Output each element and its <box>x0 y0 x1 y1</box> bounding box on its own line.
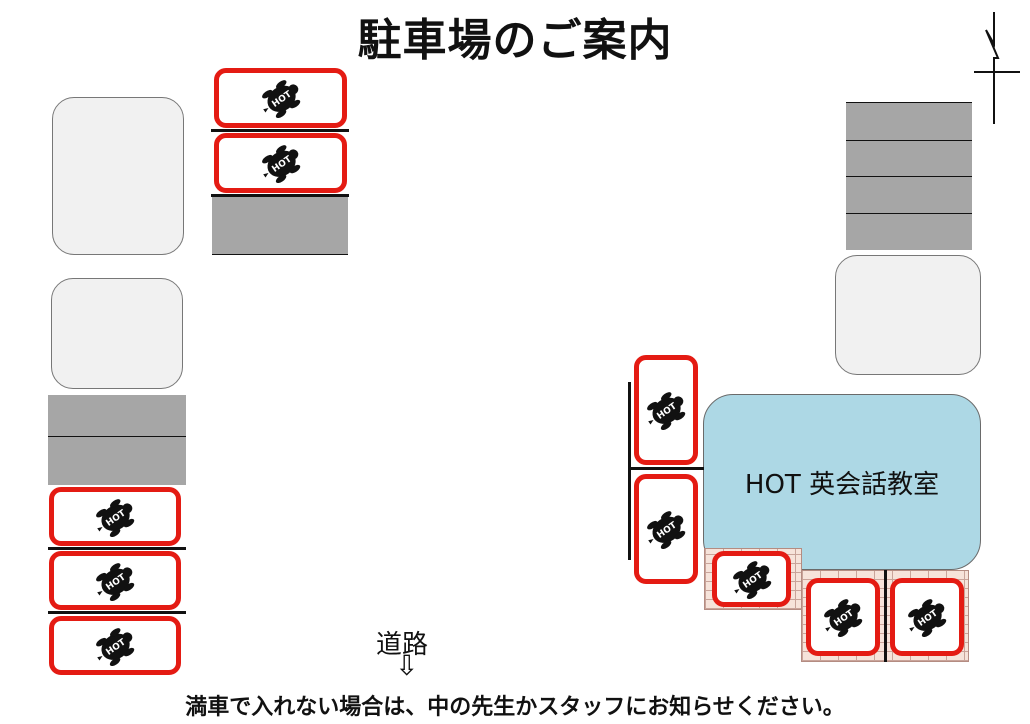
turtle-logo-icon: HOT <box>96 562 135 601</box>
road-arrow-icon: ⇩ <box>395 649 419 682</box>
road-label: 道路 <box>376 630 429 660</box>
turtle-logo-icon: HOT <box>647 392 686 431</box>
parking-spot: HOT <box>214 133 347 193</box>
turtle-logo-icon: HOT <box>908 599 947 638</box>
parking-spot: HOT <box>214 68 347 128</box>
occupied-space-middle <box>212 197 348 255</box>
turtle-logo-icon: HOT <box>261 145 300 184</box>
space-divider <box>212 254 348 255</box>
space-divider <box>628 382 631 560</box>
building-right <box>835 255 981 375</box>
space-divider <box>48 611 186 614</box>
space-divider <box>846 213 972 214</box>
space-divider <box>846 102 972 103</box>
parking-spot: HOT <box>49 487 181 546</box>
turtle-logo-icon: HOT <box>96 498 135 537</box>
space-divider <box>48 547 186 550</box>
space-divider <box>846 140 972 141</box>
space-divider <box>48 436 186 437</box>
turtle-logo-icon: HOT <box>647 511 686 550</box>
space-divider <box>211 129 349 132</box>
parking-spot: HOT <box>806 578 880 656</box>
space-divider <box>211 194 349 197</box>
page-title: 駐車場のご案内 <box>357 15 673 66</box>
space-divider <box>846 176 972 177</box>
north-arrow-icon <box>974 12 1020 124</box>
occupied-space-left <box>48 395 186 485</box>
building-left-middle <box>51 278 183 389</box>
parking-spot: HOT <box>712 551 791 607</box>
parking-spot: HOT <box>49 616 181 675</box>
parking-spot: HOT <box>49 551 181 610</box>
space-divider <box>630 467 704 470</box>
school-label: HOT 英会話教室 <box>744 469 940 500</box>
turtle-logo-icon: HOT <box>96 627 135 666</box>
parking-spot: HOT <box>634 355 698 465</box>
parking-spot: HOT <box>890 578 964 656</box>
turtle-logo-icon: HOT <box>824 599 863 638</box>
footer-note: 満車で入れない場合は、中の先生かスタッフにお知らせください。 <box>185 695 845 720</box>
school-building: HOT 英会話教室 <box>703 394 981 570</box>
turtle-logo-icon: HOT <box>261 80 300 119</box>
parking-spot: HOT <box>634 474 698 584</box>
turtle-logo-icon: HOT <box>732 561 771 600</box>
building-left-top <box>52 97 184 255</box>
space-divider <box>884 570 887 662</box>
